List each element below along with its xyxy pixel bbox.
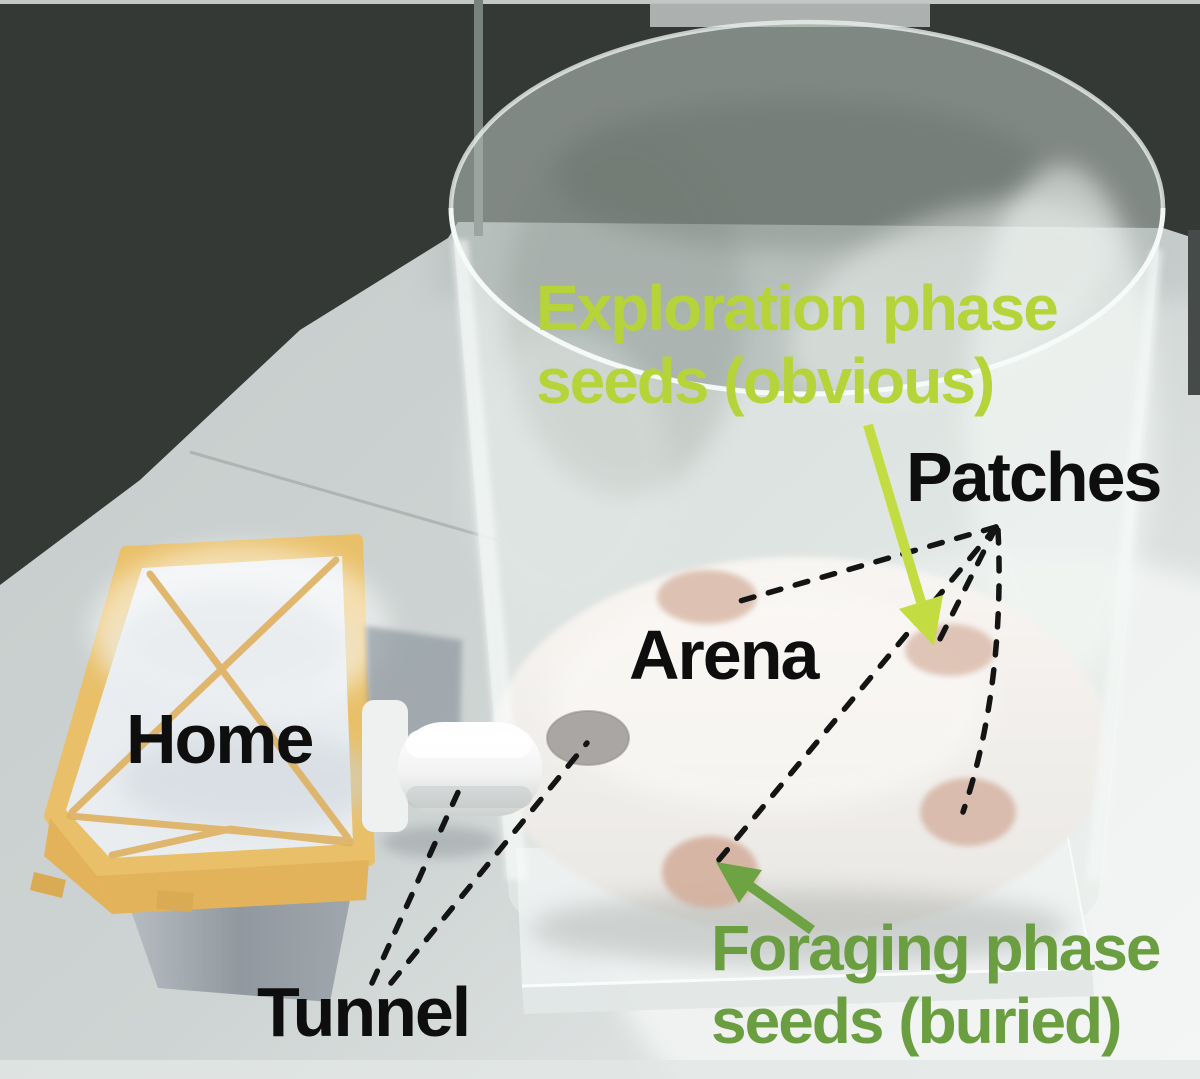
tunnel-pointer-line-2 bbox=[388, 740, 590, 986]
home-cage-body bbox=[128, 890, 352, 1002]
seed-patch-bottom-right bbox=[920, 778, 1016, 846]
bottom-table-strip bbox=[0, 1060, 1200, 1079]
foraging-arrow-shaft bbox=[747, 881, 815, 935]
foraging-arrow bbox=[716, 862, 815, 935]
patches-pointer-line-2 bbox=[935, 524, 999, 646]
seed-patch-top-left bbox=[657, 570, 757, 624]
sand-mound-shadow bbox=[530, 890, 1070, 966]
home-cage-tab-2 bbox=[156, 890, 194, 912]
annotation-lines bbox=[369, 524, 1002, 986]
exploration-arrow bbox=[863, 423, 943, 646]
patches-pointer-line-3 bbox=[715, 524, 999, 864]
lid-paper-shade-2 bbox=[120, 730, 380, 830]
dark-background-right-edge bbox=[1188, 230, 1200, 395]
tunnel-label: Tunnel bbox=[257, 973, 471, 1051]
foraging-seeds-label-line2: seeds (buried) bbox=[711, 985, 1122, 1057]
tunnel-pointer-line-1 bbox=[369, 787, 462, 986]
photo-top-border bbox=[0, 0, 1200, 4]
cylinder-rim-front bbox=[448, 207, 1166, 397]
arena-label: Arena bbox=[629, 616, 819, 694]
exploration-arrow-shaft bbox=[863, 423, 926, 604]
tunnel-tube bbox=[362, 700, 542, 832]
lid-paper-sheen bbox=[90, 545, 390, 715]
patches-pointer-line-1 bbox=[737, 524, 999, 604]
tunnel-hole-rim bbox=[546, 710, 630, 766]
exploration-seeds-label-line2: seeds (obvious) bbox=[536, 345, 995, 417]
seed-patch-right bbox=[905, 624, 995, 676]
tunnel-hole bbox=[547, 711, 629, 765]
home-cage-tab-1 bbox=[30, 872, 66, 898]
home-label: Home bbox=[126, 700, 314, 778]
patches-label: Patches bbox=[906, 438, 1162, 516]
exploration-seeds-label-line1: Exploration phase bbox=[536, 272, 1059, 344]
lid-crease-lines bbox=[66, 556, 354, 859]
exploration-arrow-head bbox=[899, 595, 943, 646]
sand-mound-highlight bbox=[550, 590, 990, 810]
glass-haze-mid bbox=[460, 330, 670, 610]
home-cage-rim-left bbox=[44, 818, 112, 914]
tunnel-pipe-shade bbox=[406, 786, 532, 808]
table-edge-line bbox=[189, 450, 498, 542]
tunnel-pipe-highlight bbox=[406, 730, 532, 758]
arena-base-plate-edge bbox=[521, 837, 1094, 1014]
foraging-seeds-label: Foraging phase seeds (buried) bbox=[711, 912, 1161, 1058]
exploration-seeds-label: Exploration phase seeds (obvious) bbox=[536, 272, 1059, 418]
home-cage bbox=[30, 534, 390, 1002]
foraging-seeds-label-line1: Foraging phase bbox=[711, 912, 1161, 984]
foraging-arrow-head bbox=[716, 862, 762, 903]
cylinder-highlight-left bbox=[452, 240, 528, 880]
hanging-rod bbox=[474, 0, 483, 236]
patches-pointer-line-4 bbox=[960, 527, 1002, 815]
tunnel-shadow bbox=[382, 826, 498, 858]
tunnel-flange bbox=[362, 700, 408, 832]
cylinder-highlight-right bbox=[1086, 250, 1163, 880]
